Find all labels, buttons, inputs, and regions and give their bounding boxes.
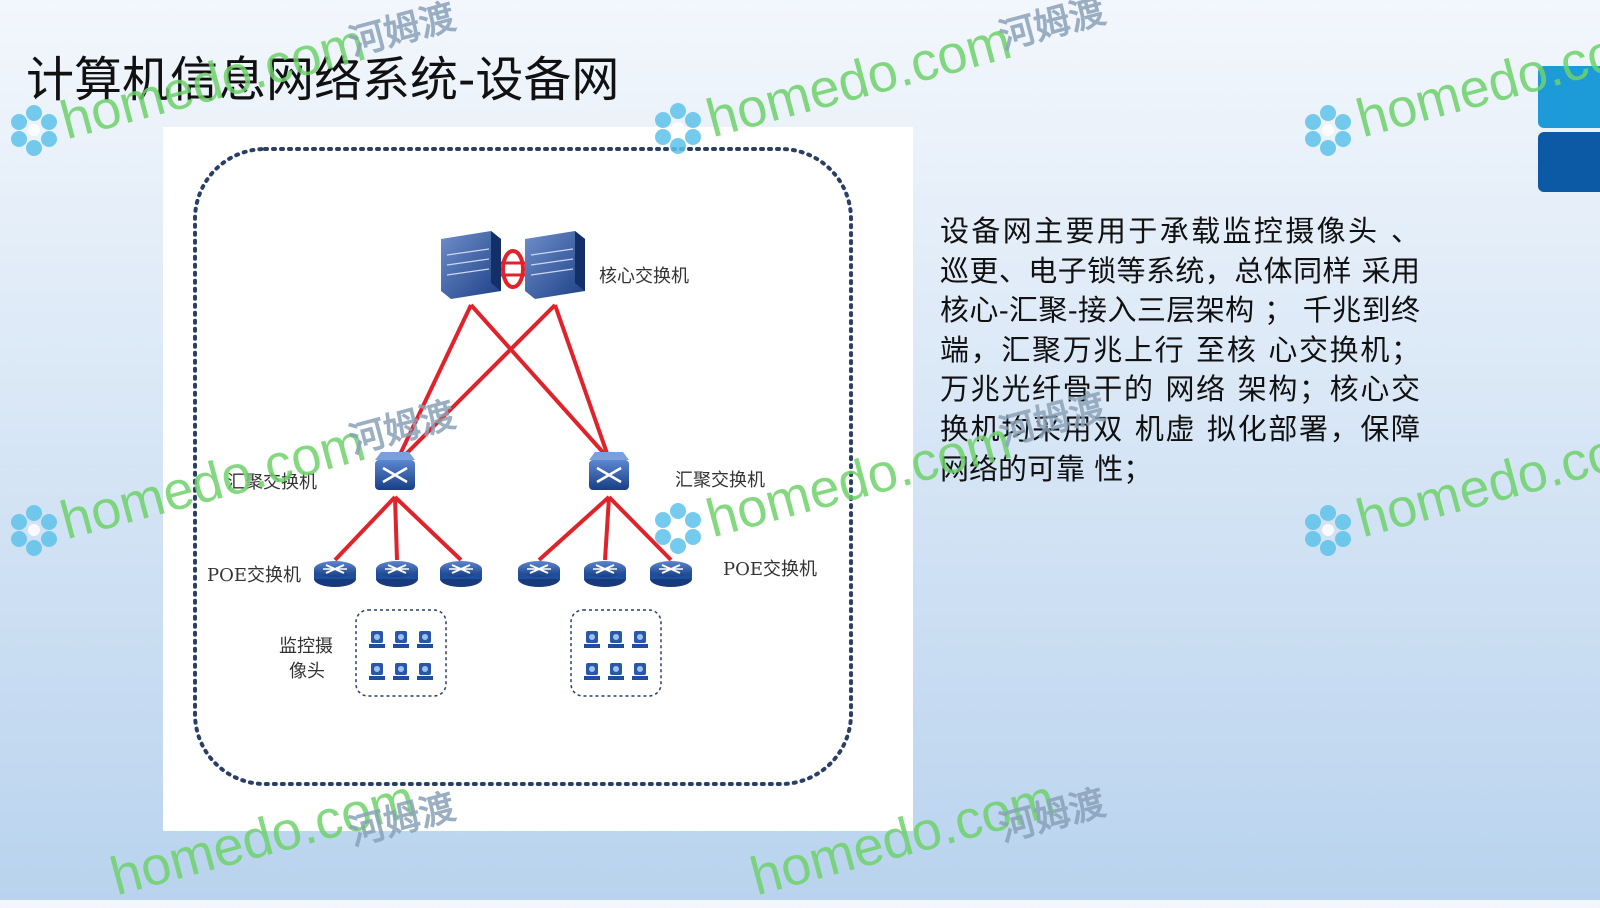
camera-group-left [355, 609, 447, 697]
core-switch-label: 核心交换机 [599, 266, 689, 287]
camera-group-right [570, 609, 662, 697]
agg-switch-left-icon [375, 452, 415, 490]
flower-logo-icon [1305, 105, 1351, 156]
description-text: 设备网主要用于承载监控摄像头 、 巡更、电子锁等系统，总体同样 采用核心-汇聚-… [940, 214, 1420, 486]
slide-title: 计算机信息网络系统-设备网 [26, 52, 620, 108]
poe-switch-icon [649, 560, 693, 588]
flower-logo-icon [11, 505, 57, 556]
network-diagram: 核心交换机 汇聚交换机 汇聚交换机 POE交换机 POE交换机 监控摄 像头 [163, 127, 913, 831]
flower-logo-icon [1305, 505, 1351, 556]
system-boundary [193, 147, 853, 786]
corner-accent-light [1538, 66, 1600, 128]
poe-switch-icon [375, 560, 419, 588]
poe-switch-icon [313, 560, 357, 588]
camera-label-line2: 像头 [289, 661, 325, 682]
poe-switch-left-label: POE交换机 [207, 565, 301, 586]
agg-switch-right-label: 汇聚交换机 [675, 470, 765, 491]
agg-switch-right-icon [589, 452, 629, 490]
poe-switch-icon [583, 560, 627, 588]
access-lines [333, 495, 673, 562]
poe-switch-icon [517, 560, 561, 588]
uplink-lines [393, 303, 611, 467]
network-diagram-svg: 核心交换机 汇聚交换机 汇聚交换机 POE交换机 POE交换机 监控摄 像头 [193, 147, 853, 786]
corner-accent-dark [1538, 132, 1600, 192]
poe-switch-icon [439, 560, 483, 588]
camera-label-line1: 监控摄 [279, 636, 333, 657]
watermark-brand: 河姆渡 [994, 0, 1110, 59]
poe-switch-right-label: POE交换机 [723, 559, 817, 580]
core-switch-icon [441, 231, 585, 299]
watermark-brand: 河姆渡 [994, 782, 1110, 851]
camera-icon-set-right [584, 631, 648, 680]
agg-switch-left-label: 汇聚交换机 [227, 472, 317, 493]
camera-icon-set-left [369, 631, 433, 680]
